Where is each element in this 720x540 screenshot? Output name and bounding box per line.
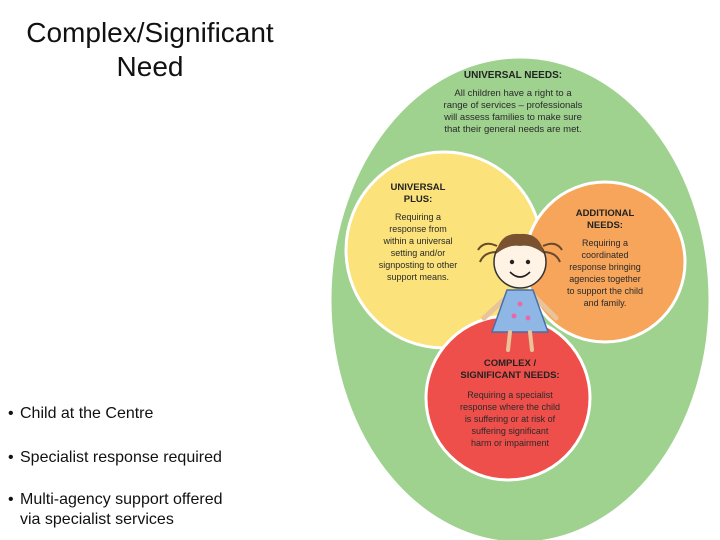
additional-body-line: response bringing (569, 262, 641, 272)
slide-title: Complex/Significant Need (0, 16, 300, 84)
slide-title-line-1: Complex/Significant (26, 17, 274, 48)
complex-heading: SIGNIFICANT NEEDS: (460, 370, 559, 381)
additional-body-line: coordinated (581, 250, 628, 260)
universal-body-line: range of services – professionals (444, 100, 583, 111)
universal-heading: UNIVERSAL NEEDS: (464, 70, 562, 81)
universal-plus-heading: UNIVERSAL (391, 182, 446, 193)
universal-body-line: that their general needs are met. (444, 124, 581, 135)
universal-plus-body-line: Requiring a (395, 212, 441, 222)
universal-plus-body-line: setting and/or (391, 248, 446, 258)
bullet-item-3: •Multi-agency support offered via specia… (8, 491, 223, 528)
universal-plus-body-line: support means. (387, 272, 449, 282)
bullet-dot: • (8, 405, 14, 422)
complex-heading: COMPLEX / (484, 358, 537, 369)
universal-plus-body-line: within a universal (382, 236, 452, 246)
universal-body-line: All children have a right to a (454, 88, 572, 99)
universal-plus-body-line: signposting to other (379, 260, 458, 270)
child-figure-icon (477, 233, 563, 352)
bullet-item-2: •Specialist response required (8, 449, 222, 466)
complex-body-line: Requiring a specialist (467, 390, 553, 400)
additional-heading: ADDITIONAL (576, 208, 635, 219)
complex-body-line: response where the child (460, 402, 560, 412)
universal-plus-body-line: response from (389, 224, 447, 234)
additional-heading: NEEDS: (587, 220, 623, 231)
complex-body-line: suffering significant (472, 426, 549, 436)
bullet-dot: • (8, 449, 14, 466)
universal-plus-heading: PLUS: (404, 194, 433, 205)
additional-body-line: and family. (584, 298, 627, 308)
bullet-item-1: •Child at the Centre (8, 405, 154, 422)
additional-body-line: agencies together (569, 274, 641, 284)
additional-body-line: Requiring a (582, 238, 628, 248)
additional-body-line: to support the child (567, 286, 643, 296)
universal-body-line: will assess families to make sure (443, 112, 582, 123)
bullet-dot: • (8, 491, 14, 508)
slide-title-line-2: Need (116, 51, 184, 82)
complex-body-line: is suffering or at risk of (465, 414, 556, 424)
complex-body-line: harm or impairment (471, 438, 550, 448)
